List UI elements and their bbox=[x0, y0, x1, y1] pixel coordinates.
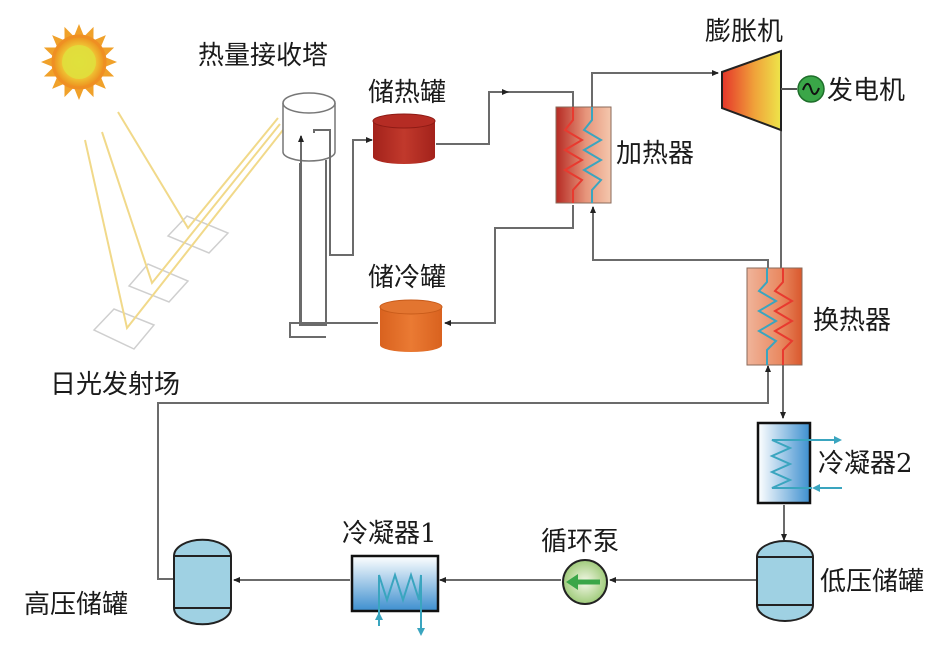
expander: 膨胀机 bbox=[705, 17, 783, 132]
sun-icon bbox=[41, 24, 117, 100]
high-pressure-tank: 高压储罐 bbox=[24, 538, 232, 626]
heat-exchanger: 换热器 bbox=[746, 267, 891, 366]
sun-ray bbox=[52, 35, 65, 48]
sun-ray bbox=[93, 35, 106, 48]
pipe-cold-tank-to-tower bbox=[289, 322, 378, 338]
condenser-2-label: 冷凝器2 bbox=[818, 449, 913, 479]
sun-ray bbox=[73, 87, 85, 100]
sun-ray bbox=[93, 76, 106, 89]
cold-tank-label: 储冷罐 bbox=[368, 263, 446, 293]
hot-storage-tank: 储热罐 bbox=[368, 78, 446, 164]
pipes bbox=[157, 70, 787, 583]
sun-ray bbox=[41, 56, 54, 68]
condenser-1-label: 冷凝器1 bbox=[342, 519, 437, 549]
receiver-tower-label: 热量接收塔 bbox=[198, 41, 328, 71]
cold-storage-tank: 储冷罐 bbox=[368, 263, 446, 352]
sunlight-rays bbox=[84, 111, 284, 331]
pipe-hot-tank-to-heater bbox=[436, 91, 574, 145]
heater-label: 加热器 bbox=[616, 139, 694, 169]
coolant-coil bbox=[769, 439, 812, 489]
heater: 加热器 bbox=[555, 106, 694, 204]
flow-arrow-icon bbox=[566, 574, 578, 590]
hot-coil bbox=[773, 268, 794, 365]
pipe-heater-to-expander bbox=[591, 70, 719, 110]
ac-sine-icon bbox=[802, 82, 820, 96]
pipe-hp-tank-to-hx bbox=[157, 365, 771, 580]
generator: 发电机 bbox=[781, 75, 905, 106]
generator-label: 发电机 bbox=[827, 76, 905, 106]
pump-label: 循环泵 bbox=[541, 527, 619, 557]
low-pressure-tank: 低压储罐 bbox=[756, 540, 924, 622]
hot-coil bbox=[563, 107, 584, 203]
heliostat-mirror bbox=[127, 263, 190, 303]
coolant-coil bbox=[378, 571, 422, 630]
pipe-heater-to-cold-tank bbox=[444, 205, 574, 326]
receiver-tower: 热量接收塔 bbox=[198, 41, 336, 162]
hot-tank-label: 储热罐 bbox=[368, 78, 446, 108]
lp-tank-label: 低压储罐 bbox=[820, 567, 924, 597]
sun-ray bbox=[52, 76, 65, 89]
cold-coil bbox=[582, 107, 603, 203]
heliostat-mirror bbox=[166, 215, 230, 254]
heliostat-mirror bbox=[92, 308, 156, 350]
circulation-pump: 循环泵 bbox=[541, 527, 619, 605]
sun-ray bbox=[73, 24, 85, 37]
heliostat-field: 日光发射场 bbox=[50, 111, 284, 400]
condenser-1: 冷凝器1 bbox=[342, 519, 440, 636]
heat-exchanger-label: 换热器 bbox=[813, 306, 891, 336]
hp-tank-label: 高压储罐 bbox=[24, 590, 128, 620]
pipe-hx-to-heater bbox=[590, 206, 769, 268]
pipe-tower-to-hot-tank bbox=[313, 129, 373, 256]
sun-ray bbox=[104, 56, 117, 68]
expander-label: 膨胀机 bbox=[705, 17, 783, 47]
cold-coil bbox=[757, 268, 778, 365]
condenser-2: 冷凝器2 bbox=[756, 421, 913, 505]
heliostat-field-label: 日光发射场 bbox=[50, 370, 180, 400]
